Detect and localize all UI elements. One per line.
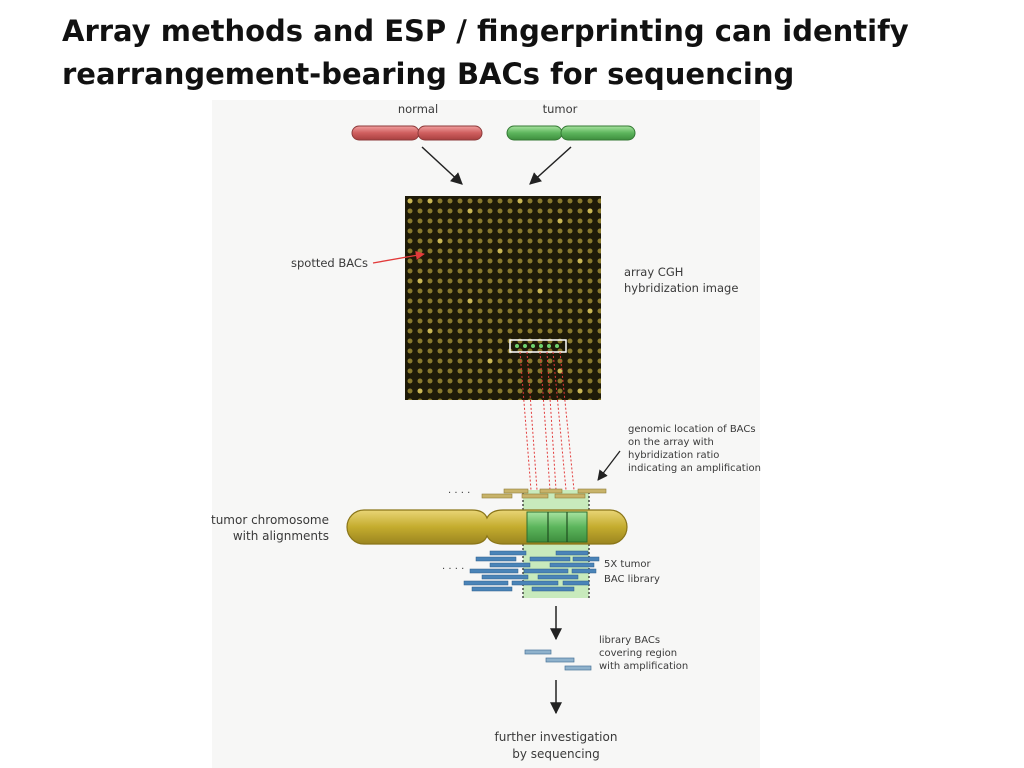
- tumor-chromosome-label-1: tumor chromosome: [211, 513, 329, 527]
- svg-text:genomic location of BACs: genomic location of BACs: [628, 424, 756, 435]
- library-bacs-label-3: with amplification: [599, 661, 688, 672]
- genomic-location-arrow: [598, 451, 620, 480]
- tumor-arrow: [530, 147, 571, 184]
- genomic-location-label: genomic location of BACs on the array wi…: [628, 424, 761, 474]
- bac-library-label-2: BAC library: [604, 574, 660, 585]
- library-bacs-label-1: library BACs: [599, 635, 660, 646]
- covering-library-bacs: [525, 650, 591, 670]
- tumor-chromosome-top: [507, 126, 635, 140]
- bac-ellipsis-library: · · · ·: [442, 564, 464, 575]
- svg-text:indicating an amplification: indicating an amplification: [628, 463, 761, 474]
- array-cgh-label-2: hybridization image: [624, 281, 738, 295]
- normal-chromosome: [352, 126, 482, 140]
- spotted-bacs-label: spotted BACs: [291, 256, 368, 270]
- tumor-label: tumor: [543, 102, 578, 116]
- bac-library-label-1: 5X tumor: [604, 559, 652, 570]
- array-cgh-image: [405, 196, 601, 400]
- library-bacs-label-2: covering region: [599, 648, 677, 659]
- array-cgh-label-1: array CGH: [624, 265, 683, 279]
- tumor-chromosome: [347, 510, 627, 544]
- further-investigation-label-2: by sequencing: [512, 747, 600, 761]
- svg-text:on the array with: on the array with: [628, 437, 714, 448]
- bac-ellipsis-top: · · · ·: [448, 488, 470, 499]
- tumor-chromosome-label-2: with alignments: [233, 529, 329, 543]
- further-investigation-label-1: further investigation: [495, 730, 618, 744]
- normal-arrow: [422, 147, 462, 184]
- svg-text:hybridization ratio: hybridization ratio: [628, 450, 719, 461]
- tumor-bac-library: [464, 551, 599, 591]
- normal-label: normal: [398, 102, 438, 116]
